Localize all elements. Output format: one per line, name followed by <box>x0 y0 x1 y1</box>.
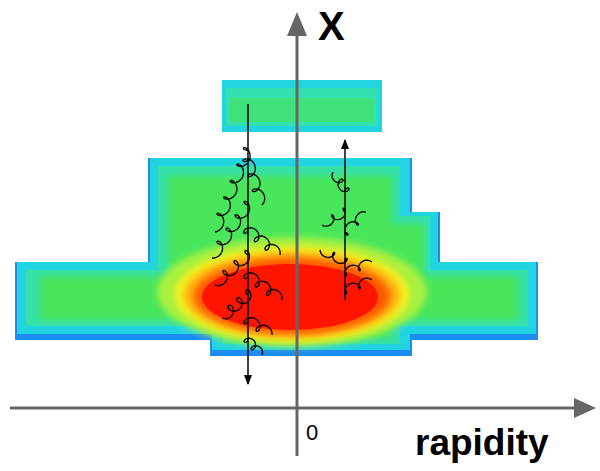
axis-label: X <box>318 6 345 46</box>
gluon-curl <box>244 318 272 335</box>
gluon-curl <box>345 278 372 294</box>
axis-arrowhead <box>287 12 307 36</box>
gluon-curl <box>212 201 250 258</box>
parton-line <box>247 104 249 384</box>
gluon-curl <box>320 250 347 264</box>
rapidity-axis <box>10 407 578 410</box>
gluon-curl <box>215 251 250 286</box>
gluon-curl <box>332 172 349 192</box>
gluon-curl <box>345 260 372 276</box>
gluon-curl <box>243 159 265 205</box>
axis-arrowhead <box>574 398 596 418</box>
axis-label: rapidity <box>415 424 549 461</box>
gluon-curl <box>222 290 251 319</box>
x-axis <box>296 32 299 456</box>
gluon-curl <box>345 212 366 235</box>
gluon-curl <box>322 208 346 226</box>
gluon-curl <box>244 228 281 255</box>
heatmap <box>15 80 538 356</box>
gluon-lines <box>212 148 372 355</box>
gluon-curl <box>215 148 250 232</box>
gluon-curl <box>244 338 262 355</box>
gluon-curl <box>244 273 282 300</box>
origin-label: 0 <box>306 422 318 444</box>
